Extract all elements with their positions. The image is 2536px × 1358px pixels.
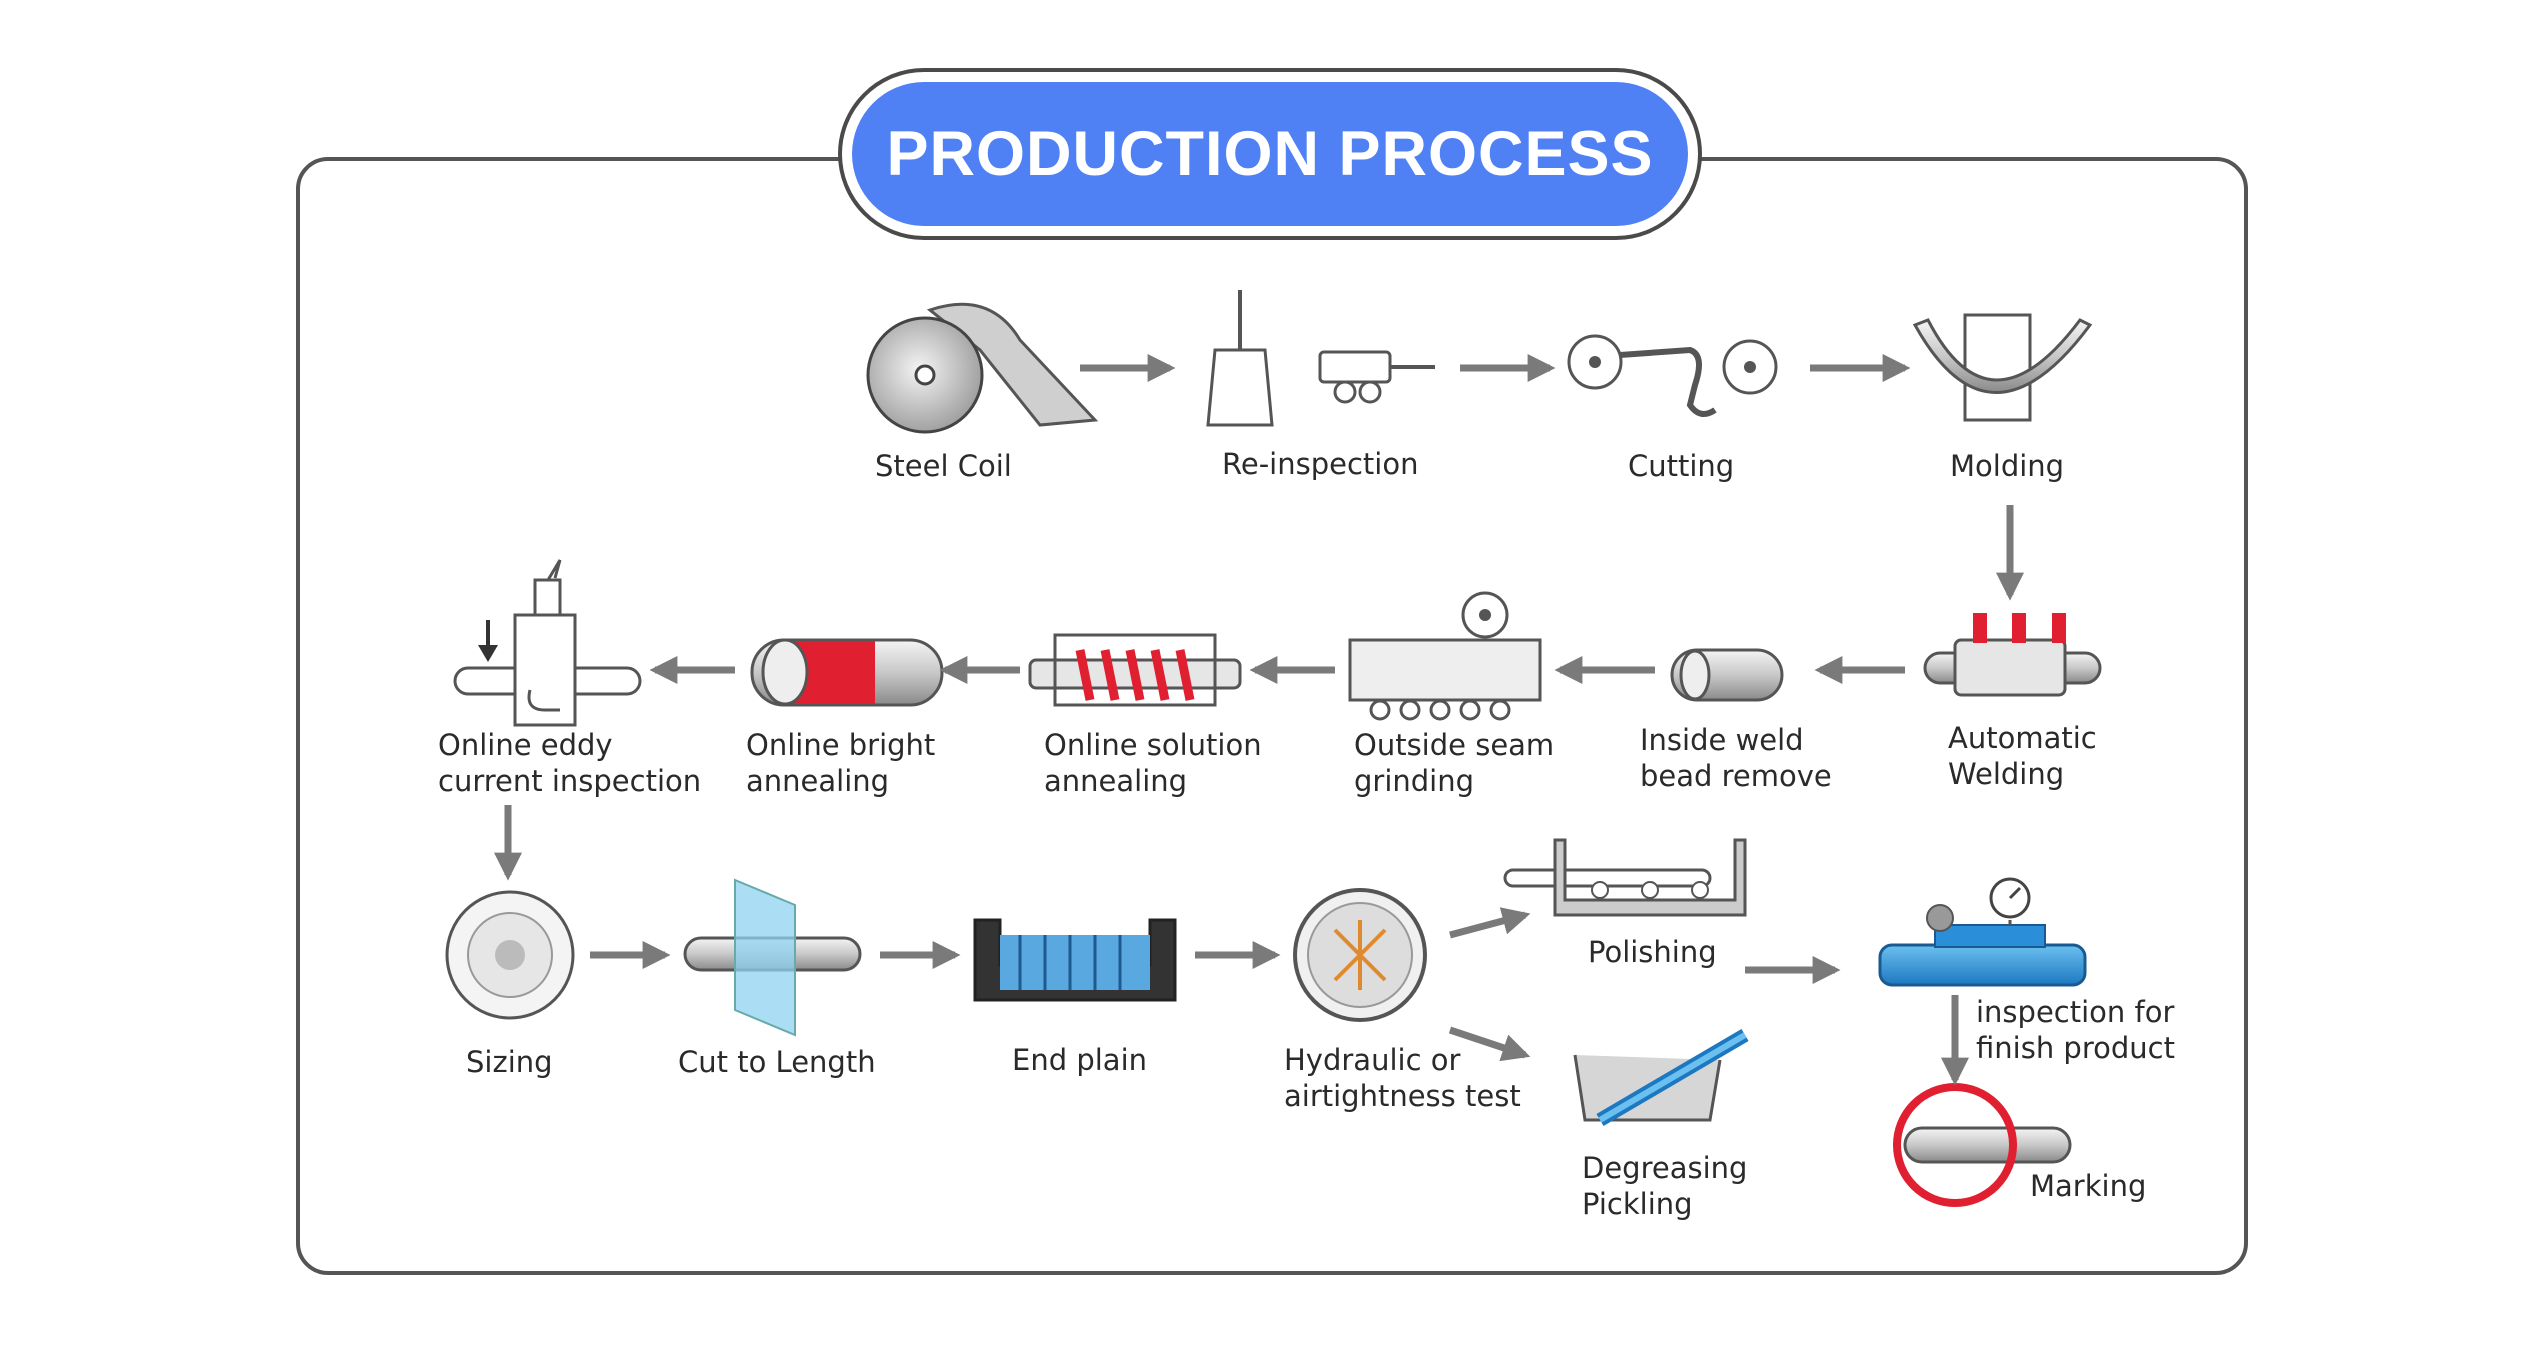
outside-seam-icon (1348, 591, 1542, 721)
polishing-icon (1503, 838, 1747, 917)
page-title: PRODUCTION PROCESS (886, 119, 1654, 189)
label-re-inspection: Re-inspection (1222, 447, 1419, 481)
label-end-plain: End plain (1012, 1043, 1148, 1077)
eddy-current-icon (453, 559, 642, 727)
title-banner: PRODUCTION PROCESS (838, 68, 1702, 240)
label-inspection-finish: inspection for finish product (1976, 995, 2175, 1065)
title-banner-fill: PRODUCTION PROCESS (852, 82, 1688, 226)
label-polishing: Polishing (1588, 935, 1717, 969)
label-sizing: Sizing (466, 1045, 553, 1079)
flow-arrow (1449, 907, 1531, 939)
hydraulic-test-icon (1293, 888, 1427, 1022)
cutting-icon (1567, 334, 1778, 417)
label-steel-coil: Steel Coil (875, 449, 1012, 483)
marking-icon (1893, 1083, 2072, 1207)
label-outside-seam: Outside seam grinding (1354, 728, 1555, 798)
molding-icon (1912, 313, 2093, 422)
label-cut-to-length: Cut to Length (678, 1045, 876, 1079)
label-solution-annealing: Online solution annealing (1044, 728, 1262, 798)
automatic-welding-icon (1923, 613, 2102, 697)
label-automatic-welding: Automatic Welding (1948, 721, 2097, 791)
degreasing-icon (1573, 1028, 1749, 1127)
label-eddy-current: Online eddy current inspection (438, 728, 702, 798)
end-plain-icon (973, 918, 1177, 1002)
label-bright-annealing: Online bright annealing (746, 728, 936, 798)
label-degreasing: Degreasing Pickling (1582, 1151, 1748, 1221)
inspection-finish-icon (1878, 877, 2087, 987)
bright-annealing-icon (750, 638, 944, 707)
steel-coil-icon (866, 302, 1099, 434)
label-cutting: Cutting (1628, 449, 1735, 483)
flow-arrow (1448, 1026, 1531, 1062)
label-molding: Molding (1950, 449, 2065, 483)
label-marking: Marking (2030, 1169, 2147, 1203)
inside-weld-icon (1670, 648, 1784, 702)
solution-annealing-icon (1028, 633, 1242, 707)
label-hydraulic: Hydraulic or airtightness test (1284, 1043, 1521, 1113)
re-inspection-icon (1206, 290, 1435, 427)
sizing-icon (445, 890, 575, 1020)
label-inside-weld: Inside weld bead remove (1640, 723, 1832, 793)
cut-to-length-icon (683, 878, 862, 1037)
